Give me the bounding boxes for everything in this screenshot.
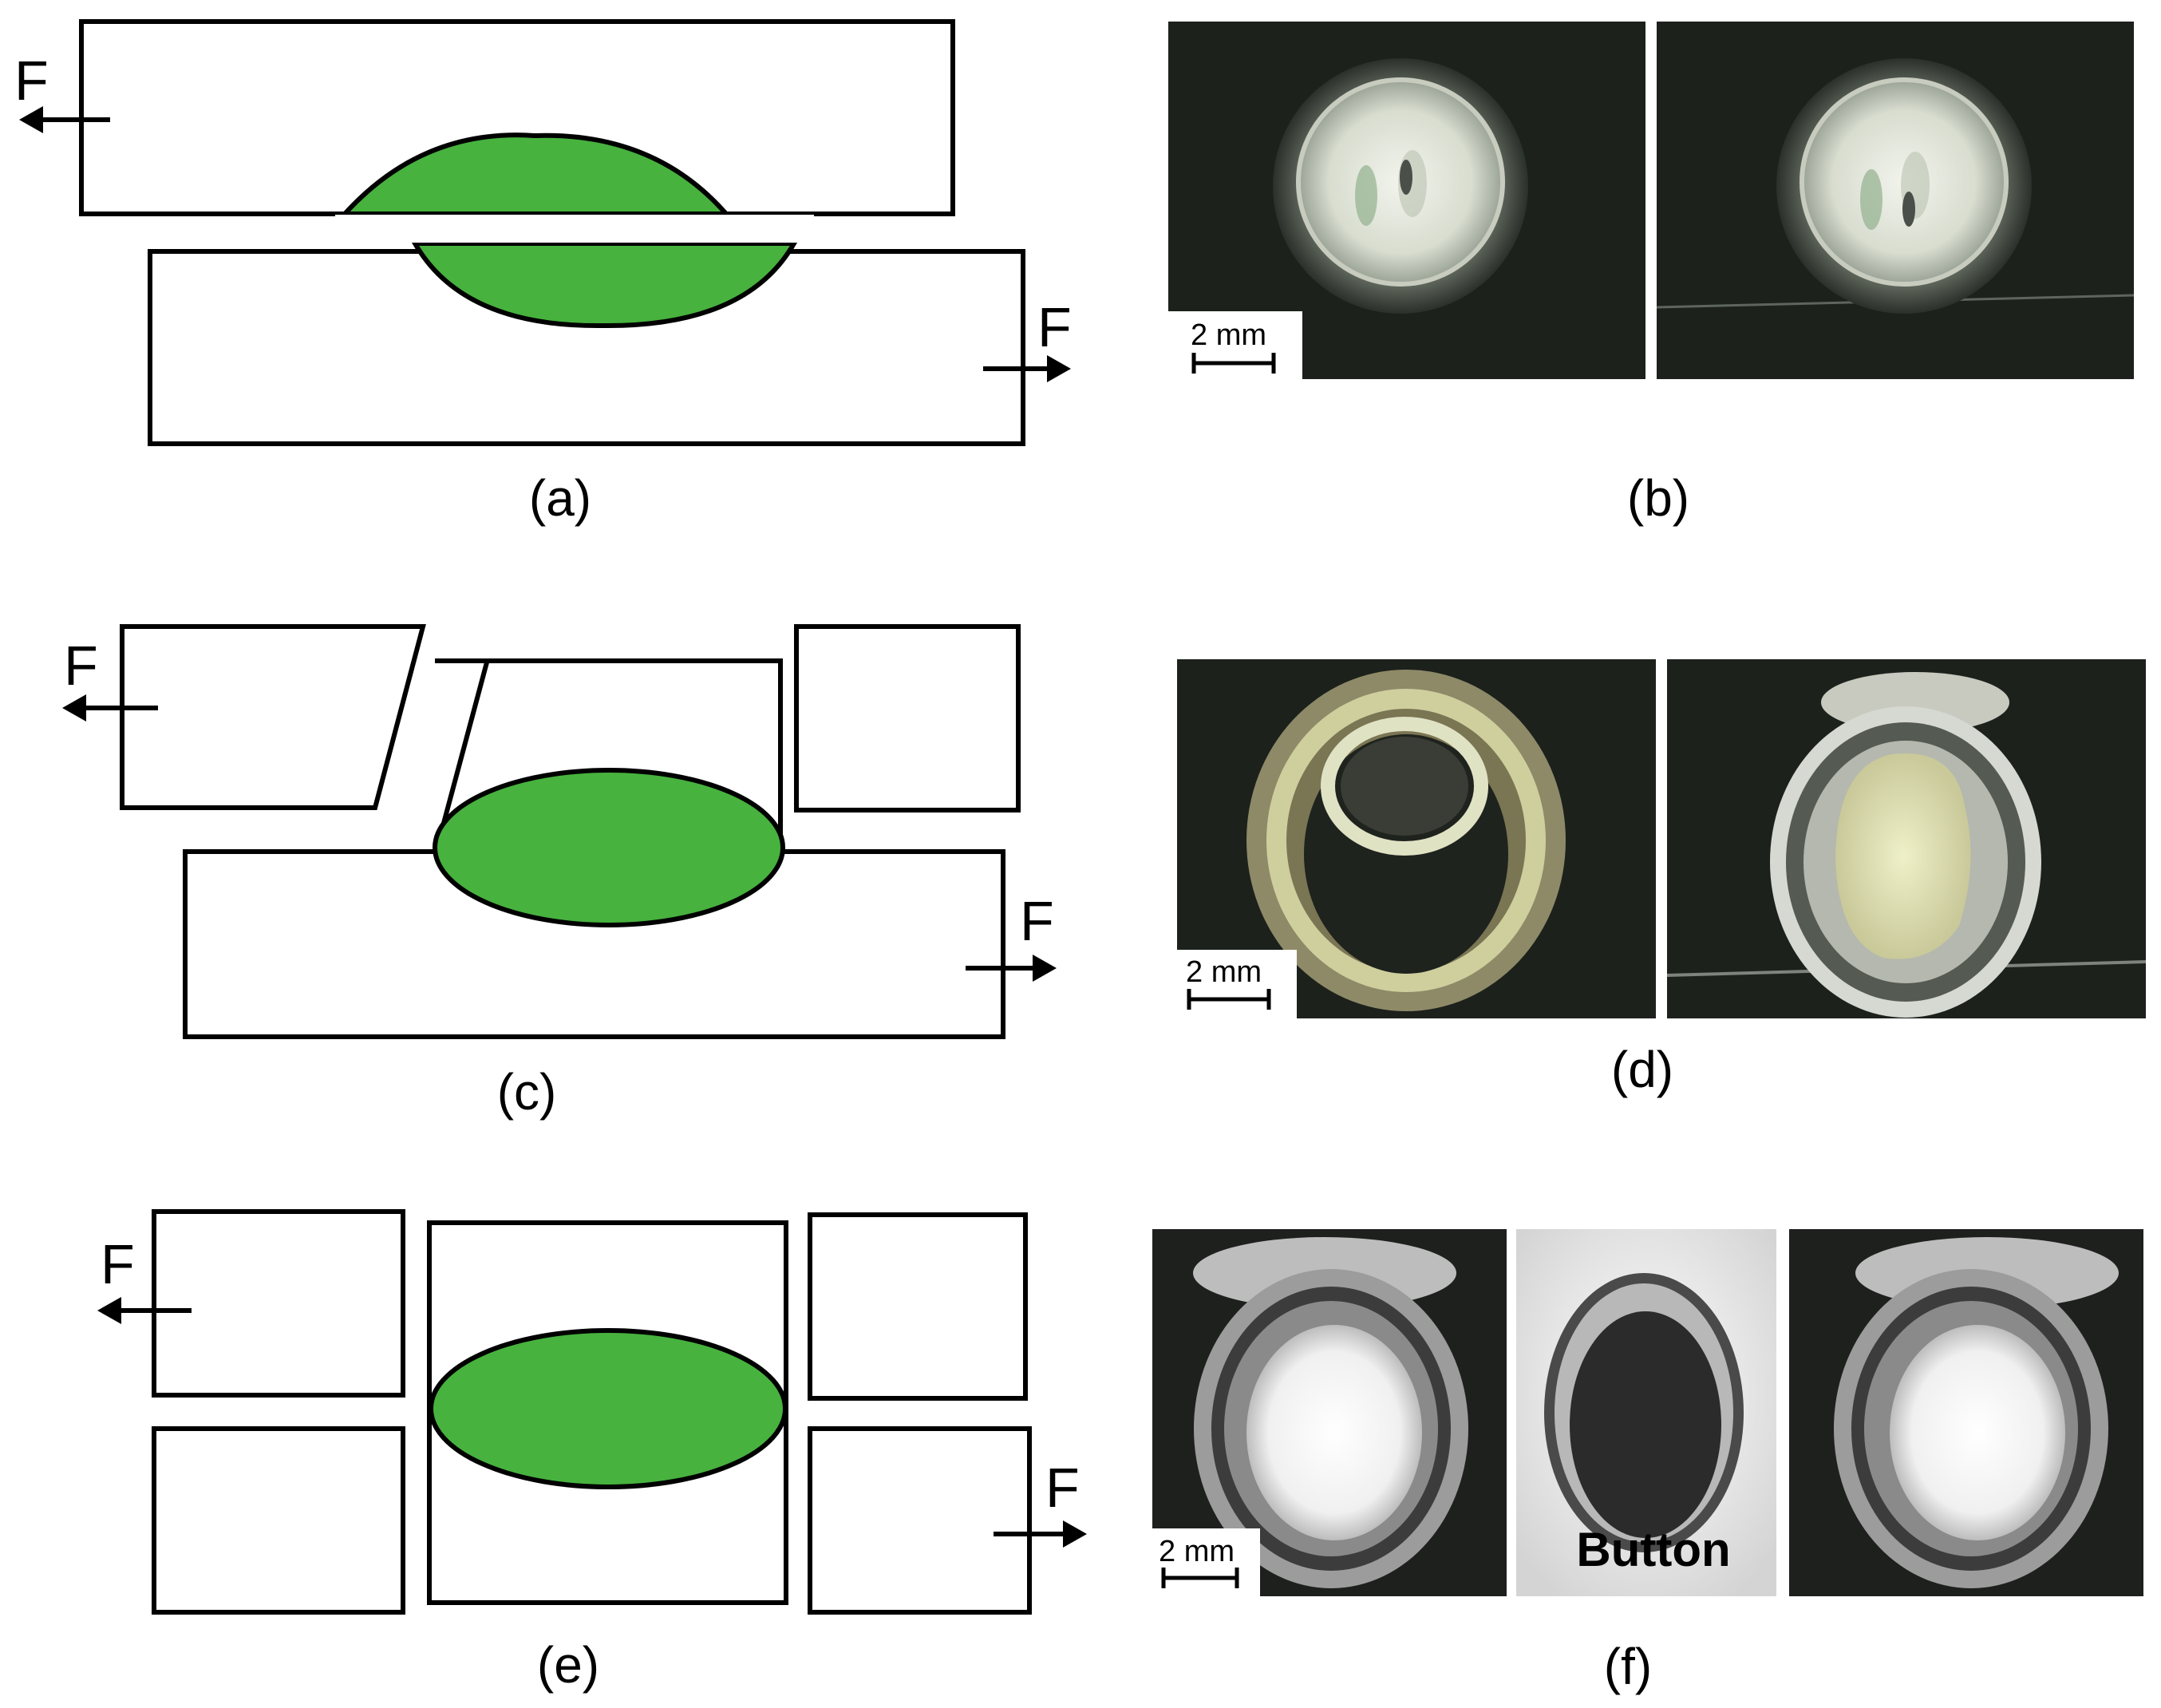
scale-bar-label: 2 mm	[1191, 318, 1266, 352]
button-caption: Button	[1576, 1523, 1730, 1576]
force-arrow-left-head	[62, 694, 86, 722]
panel-label-c: (c)	[497, 1063, 557, 1121]
micrograph-b-right	[1656, 22, 2135, 379]
force-label-left: F	[101, 1233, 135, 1295]
weld-nugget	[429, 1328, 788, 1489]
micrograph-b-left: 2 mm	[1168, 22, 1645, 379]
panel-f-micrographs: 2 mm Button (f)	[1152, 1229, 2143, 1695]
force-arrow-right-head	[1033, 955, 1057, 982]
upper-sheet-right-fragment	[794, 624, 1021, 812]
scale-bar-box	[1152, 1528, 1260, 1596]
panel-label-e: (e)	[537, 1636, 599, 1694]
upper-sheet-left-fragment	[152, 1209, 405, 1398]
micrograph-d-right	[1666, 659, 2147, 1018]
force-arrow-left-head	[97, 1297, 121, 1324]
force-label-right: F	[1037, 296, 1072, 358]
panel-e-diagram: F F (e)	[97, 1209, 1087, 1694]
scale-bar-box	[1168, 311, 1302, 379]
panel-c-diagram: F F (c)	[62, 624, 1057, 1121]
scale-bar-label: 2 mm	[1159, 1535, 1235, 1568]
weld-nugget-upper-half	[339, 132, 732, 216]
force-label-left: F	[64, 635, 98, 697]
pulled-out-plug-outline	[435, 658, 783, 854]
scale-bar-label: 2 mm	[1186, 955, 1262, 989]
force-arrow-left-head	[19, 106, 43, 133]
micrograph-d-left: 2 mm	[1177, 659, 1656, 1018]
panel-label-a: (a)	[529, 469, 591, 527]
panel-label-b: (b)	[1627, 469, 1689, 527]
panel-a-diagram: F F (a)	[14, 19, 1072, 527]
panel-d-micrographs: 2 mm (d)	[1177, 659, 2147, 1098]
micrograph-f-right	[1789, 1229, 2143, 1596]
fracture-surface	[1246, 1325, 1422, 1540]
plug-rim	[1321, 717, 1488, 856]
panel-label-f: (f)	[1604, 1638, 1652, 1695]
force-arrow-right-head	[1063, 1520, 1087, 1548]
button-core	[1570, 1311, 1721, 1538]
micrograph-f-left: 2 mm	[1152, 1229, 1507, 1596]
interface-gap	[335, 215, 814, 243]
force-label-right: F	[1045, 1457, 1080, 1519]
lower-sheet-left-fragment	[152, 1426, 405, 1615]
upper-sheet-right-fragment	[808, 1212, 1028, 1401]
upper-sheet-left-fragment	[120, 624, 426, 810]
force-label-right: F	[1020, 890, 1054, 952]
lower-sheet-right-fragment	[808, 1426, 1032, 1615]
scale-bar-box	[1177, 950, 1297, 1018]
weld-nugget	[433, 768, 785, 927]
force-label-left: F	[14, 49, 49, 112]
fracture-surface	[1835, 753, 1971, 959]
fracture-surface	[1890, 1325, 2065, 1540]
panel-label-d: (d)	[1611, 1041, 1673, 1098]
micrograph-f-button: Button	[1516, 1229, 1776, 1596]
weld-nugget-lower-half	[410, 241, 799, 329]
panel-b-micrographs: 2 mm (b)	[1168, 22, 2135, 527]
force-arrow-right-head	[1047, 355, 1071, 382]
